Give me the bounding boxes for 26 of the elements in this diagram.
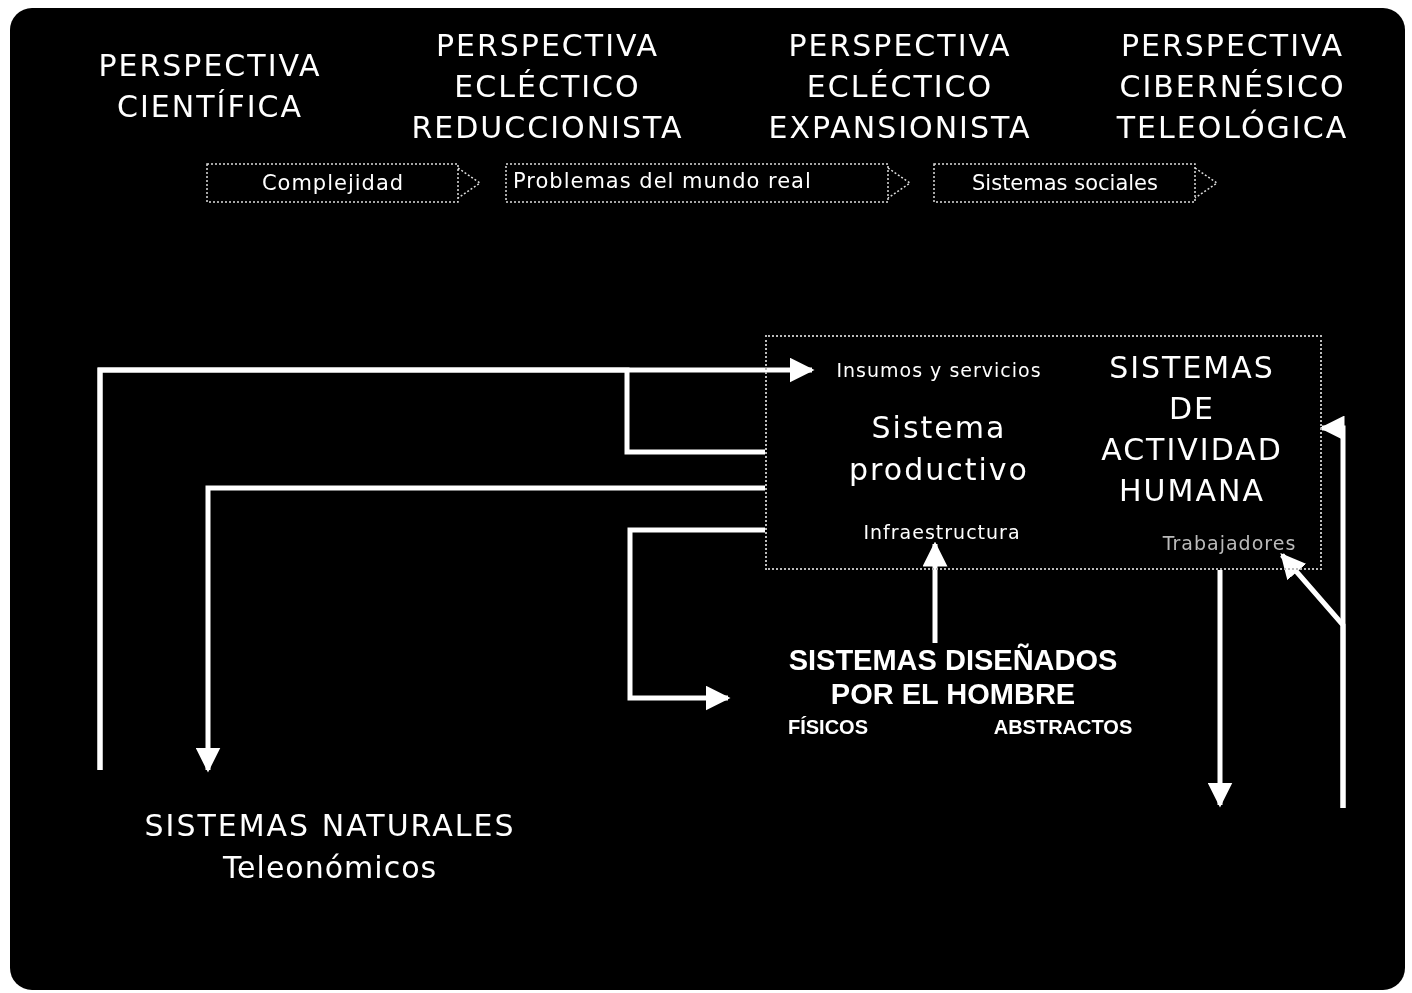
arrow-box bbox=[505, 163, 912, 203]
arrow-box bbox=[206, 163, 482, 203]
arrow bbox=[627, 527, 765, 711]
heading-text: SISTEMAS DISEÑADOS POR EL HOMBRE bbox=[787, 643, 1119, 711]
label-text: Trabajadores bbox=[1161, 531, 1298, 556]
arrow bbox=[1280, 553, 1346, 808]
label-text: PERSPECTIVA ECLÉCTICO EXPANSIONISTA bbox=[767, 27, 1033, 147]
subheading-text: ABSTRACTOS bbox=[992, 715, 1134, 739]
label-text: PERSPECTIVA ECLÉCTICO REDUCCIONISTA bbox=[410, 27, 685, 147]
arrow bbox=[1207, 570, 1233, 808]
label-text: Sistemas sociales bbox=[971, 170, 1159, 197]
dotted-frame bbox=[765, 335, 1322, 570]
label-text: Infraestructura bbox=[862, 520, 1022, 545]
subheading-text: Teleonómicos bbox=[221, 849, 439, 887]
label-text: Insumos y servicios bbox=[835, 358, 1043, 383]
heading-text: SISTEMAS DE ACTIVIDAD HUMANA bbox=[1100, 349, 1284, 510]
label-text: PERSPECTIVA CIENTÍFICA bbox=[97, 47, 323, 126]
label-text: PERSPECTIVA CIBERNÉSICO TELEOLÓGICA bbox=[1115, 27, 1350, 147]
subheading-text: FÍSICOS bbox=[787, 715, 869, 739]
label-text: Complejidad bbox=[260, 170, 406, 197]
label-text: Problemas del mundo real bbox=[513, 168, 813, 195]
arrow bbox=[922, 541, 948, 643]
arrow-box bbox=[933, 163, 1219, 203]
label-text: Sistema productivo bbox=[848, 409, 1030, 489]
heading-text: SISTEMAS NATURALES bbox=[143, 807, 517, 845]
arrow bbox=[195, 485, 765, 773]
